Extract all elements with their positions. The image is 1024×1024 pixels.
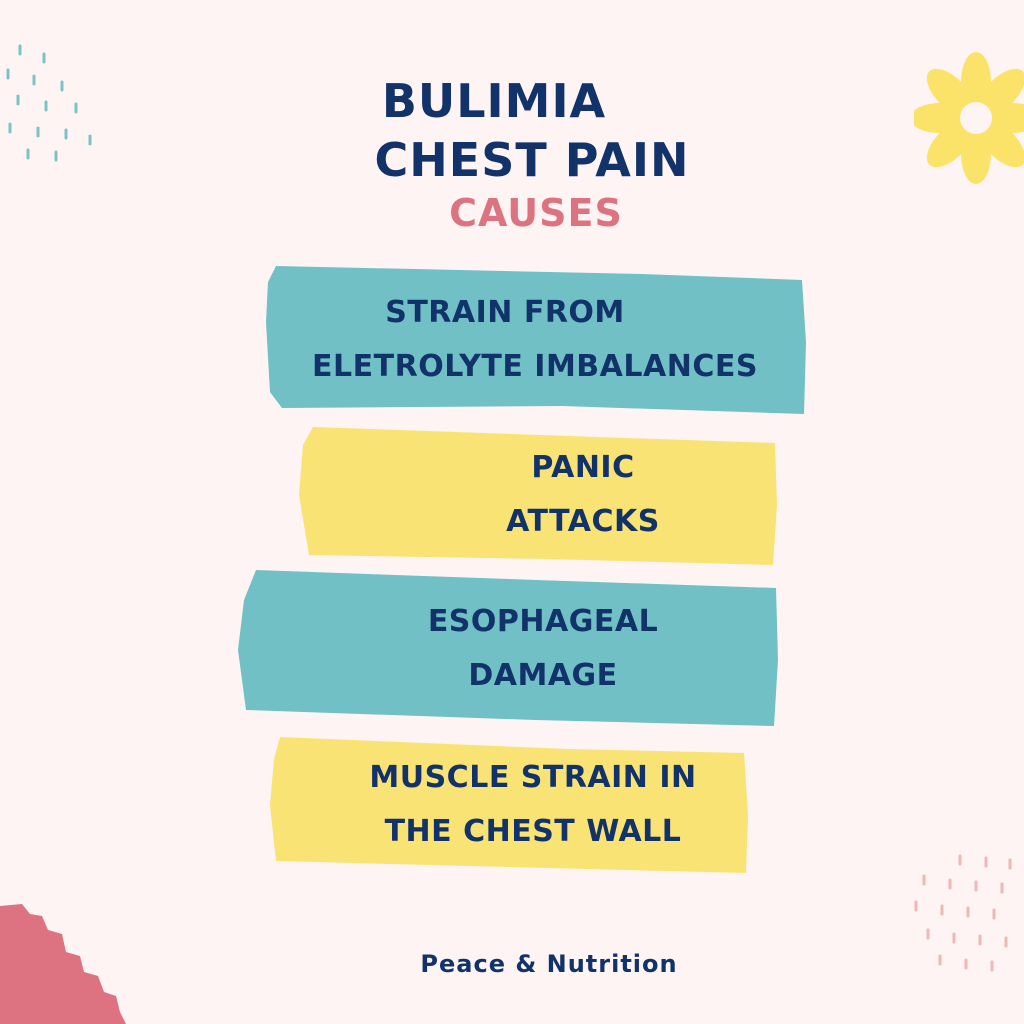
title-line-1: BULIMIA bbox=[381, 74, 607, 128]
cause-line-1: STRAIN FROM bbox=[385, 295, 625, 330]
title-line-2: CHEST PAIN bbox=[374, 133, 690, 187]
cause-card-panic: PANIC ATTACKS bbox=[297, 425, 779, 565]
cause-text: PANIC ATTACKS bbox=[297, 425, 779, 565]
cause-line-1: PANIC bbox=[531, 450, 635, 485]
cause-line-2: THE CHEST WALL bbox=[384, 814, 682, 849]
teal-dash-pattern bbox=[6, 44, 92, 162]
cause-line-1: ESOPHAGEAL bbox=[427, 604, 659, 639]
cause-card-electrolyte: STRAIN FROM ELETROLYTE IMBALANCES bbox=[262, 262, 808, 418]
brand-footer: Peace & Nutrition bbox=[420, 950, 678, 978]
cause-line-2: ELETROLYTE IMBALANCES bbox=[312, 349, 758, 384]
brush-stroke-teal bbox=[238, 570, 778, 726]
brush-stroke-yellow bbox=[299, 427, 777, 565]
cause-line-2: DAMAGE bbox=[468, 658, 618, 693]
pink-dash-pattern bbox=[914, 854, 1012, 972]
cause-card-muscle-strain: MUSCLE STRAIN IN THE CHEST WALL bbox=[268, 735, 748, 875]
cause-line-1: MUSCLE STRAIN IN bbox=[369, 760, 697, 795]
yellow-flower-icon bbox=[914, 52, 1024, 184]
brush-stroke-teal bbox=[266, 266, 806, 414]
cause-line-2: ATTACKS bbox=[506, 504, 660, 539]
cause-text: STRAIN FROM ELETROLYTE IMBALANCES bbox=[262, 262, 808, 418]
pink-stepped-corner-shape bbox=[0, 904, 126, 1024]
cause-text: ESOPHAGEAL DAMAGE bbox=[236, 570, 780, 728]
cause-text: MUSCLE STRAIN IN THE CHEST WALL bbox=[268, 735, 748, 875]
cause-card-esophageal: ESOPHAGEAL DAMAGE bbox=[236, 570, 780, 728]
title-causes: CAUSES bbox=[449, 191, 623, 235]
brush-stroke-yellow bbox=[270, 737, 748, 873]
